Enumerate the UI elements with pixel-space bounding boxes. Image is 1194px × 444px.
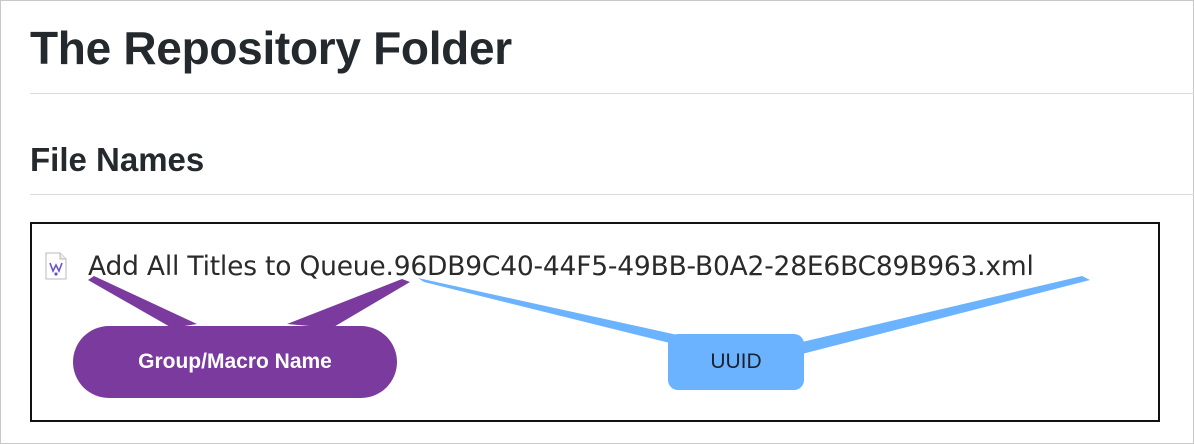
- file-name-text: Add All Titles to Queue.96DB9C40-44F5-49…: [88, 251, 1034, 282]
- uuid-callout-pointer: [802, 276, 1090, 354]
- section-title: File Names: [30, 141, 205, 178]
- uuid-callout: UUID: [668, 334, 804, 390]
- uuid-callout-pointer: [418, 278, 682, 346]
- title-divider: [30, 93, 1194, 94]
- xml-file-icon: [45, 252, 67, 280]
- file-name-example: Add All Titles to Queue.96DB9C40-44F5-49…: [30, 222, 1160, 422]
- page-title: The Repository Folder: [30, 22, 512, 74]
- group-callout-pointer: [287, 279, 410, 328]
- group-name-callout: Group/Macro Name: [73, 326, 397, 398]
- section-divider: [30, 194, 1194, 195]
